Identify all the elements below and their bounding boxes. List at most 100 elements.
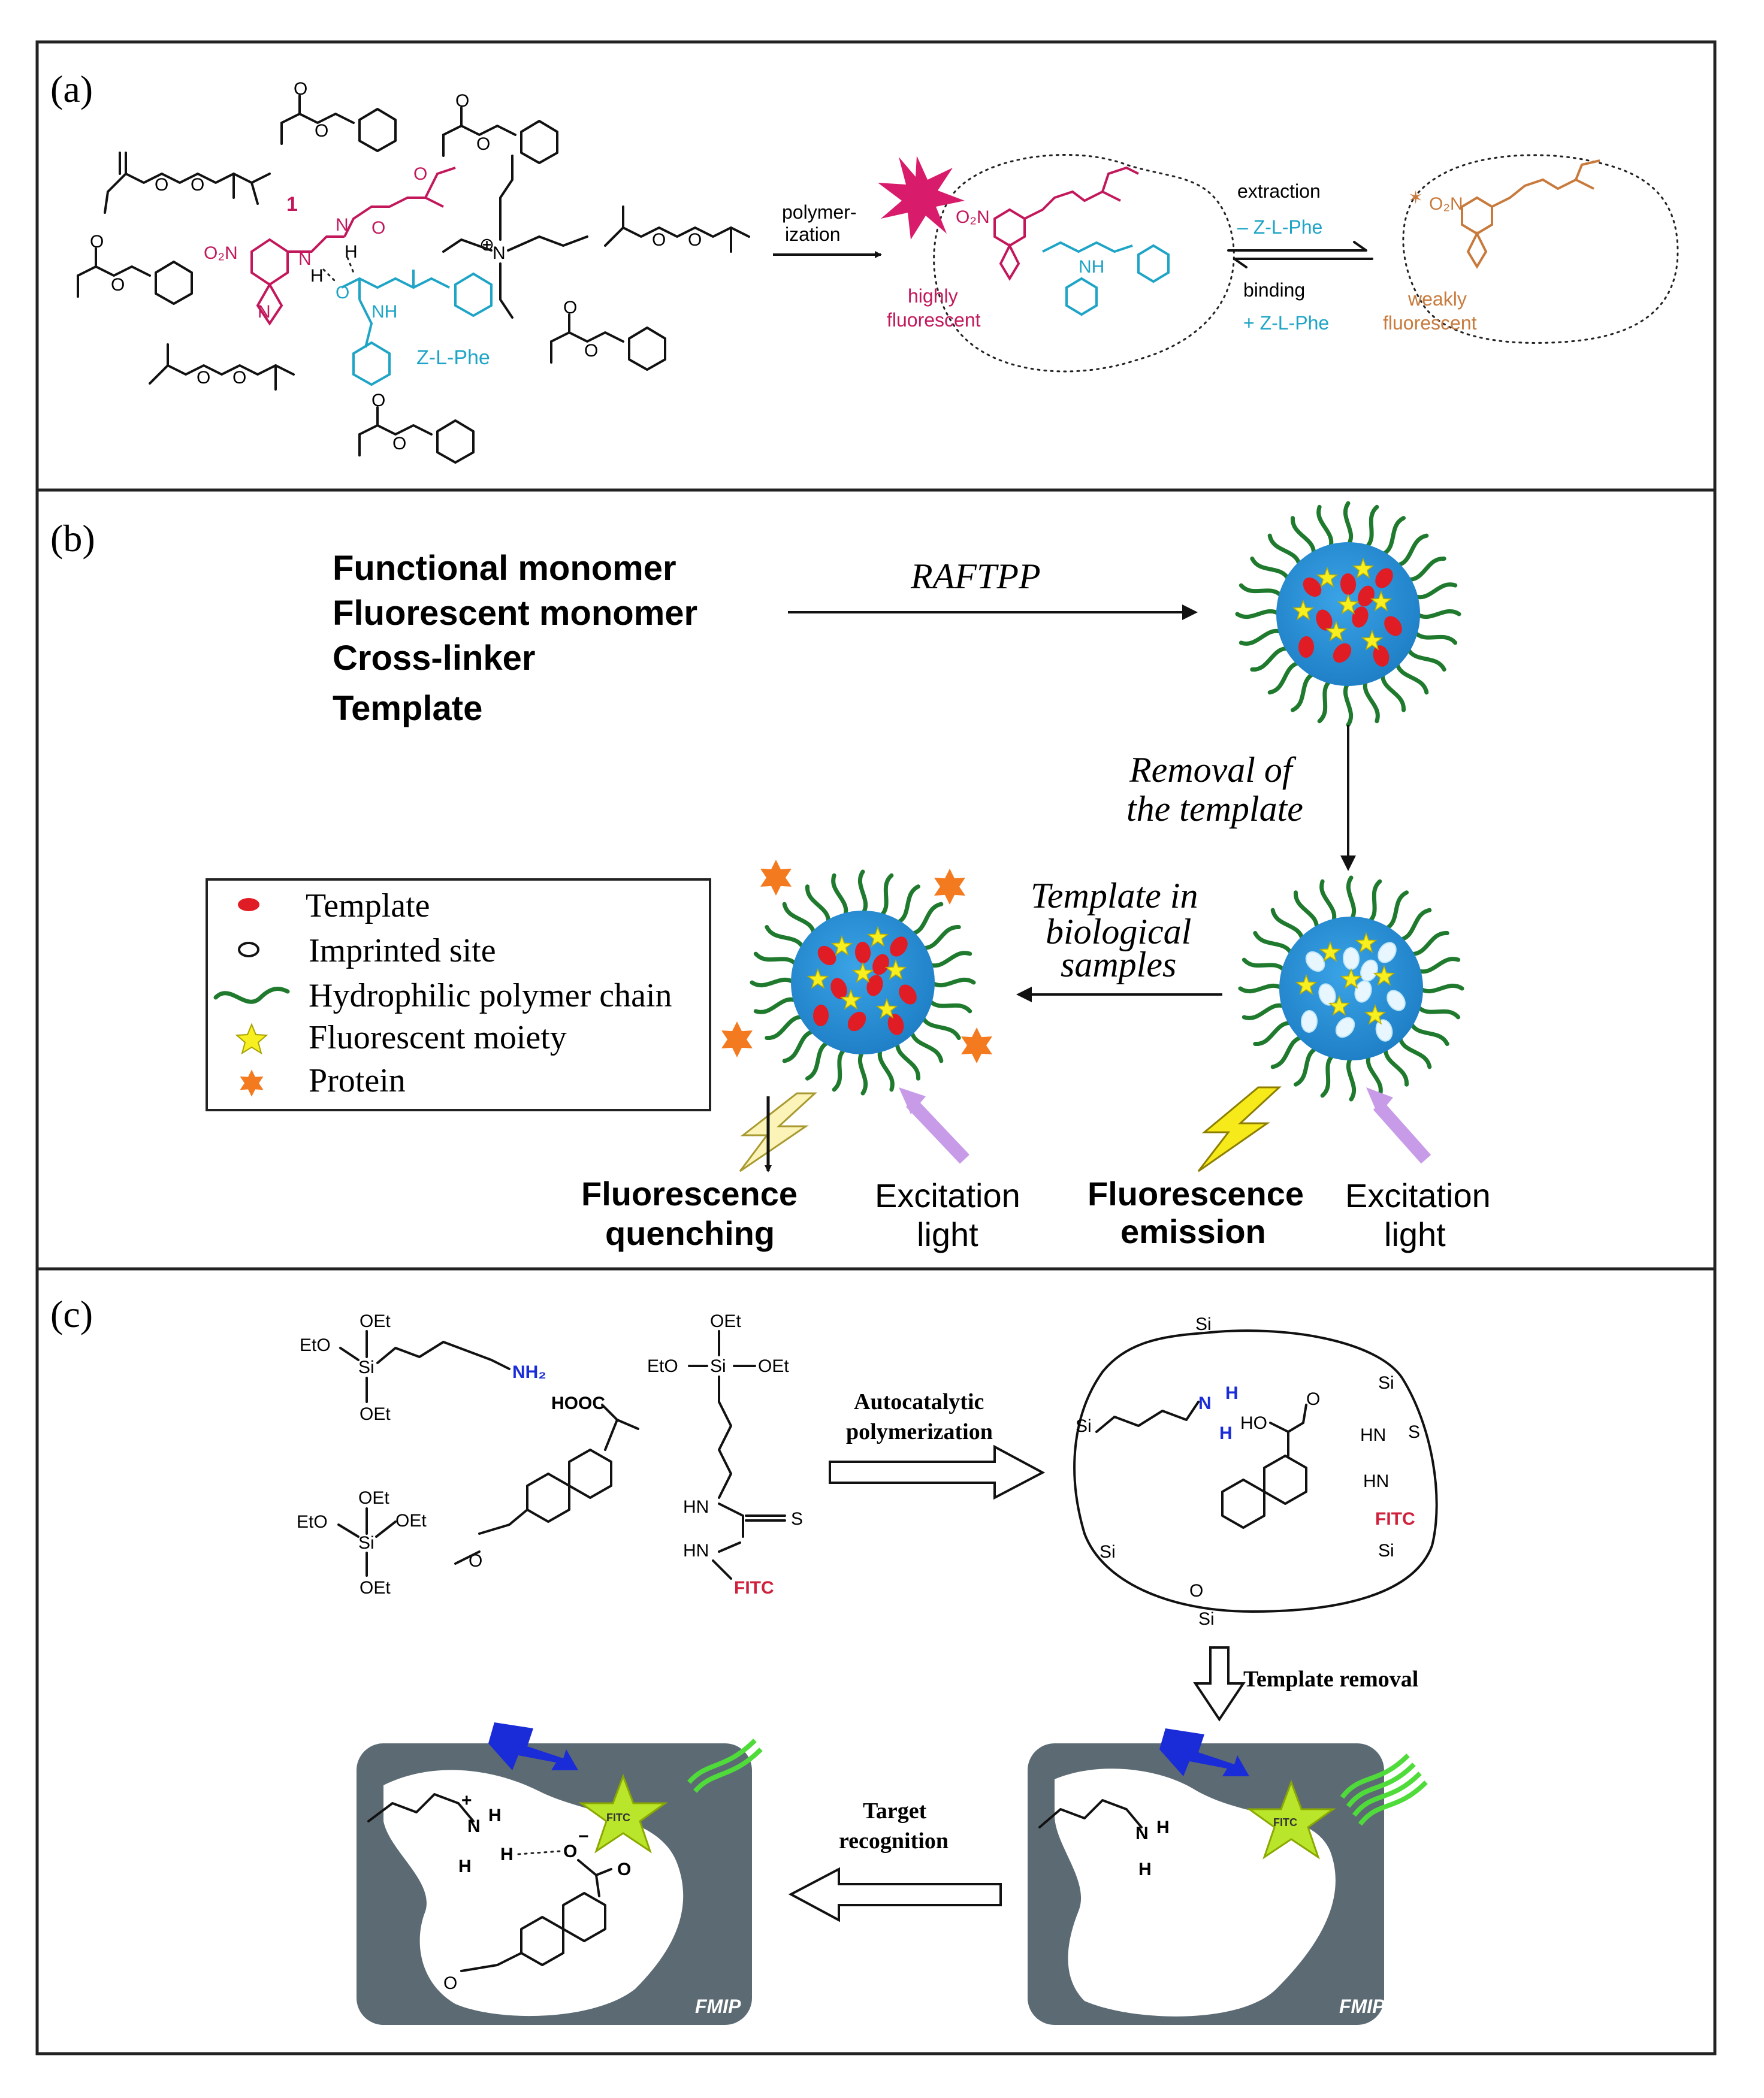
- nanoparticle-imprinted: [1238, 875, 1464, 1102]
- polymer-chain: [1409, 1021, 1449, 1046]
- svg-text:S: S: [791, 1509, 803, 1529]
- template-molecule: [1384, 616, 1402, 636]
- polymer-chain: [1294, 1046, 1319, 1087]
- svg-text:✶: ✶: [1408, 188, 1423, 208]
- polymer-chain: [1250, 557, 1291, 582]
- fluorescent-moiety-icon: [1370, 590, 1393, 612]
- benzyl-methacrylate-4: OO: [358, 391, 475, 464]
- svg-text:OEt: OEt: [710, 1311, 741, 1331]
- svg-text:O: O: [336, 283, 349, 303]
- template-molecule: [847, 1011, 866, 1032]
- fitc-star-label-right: FITC: [1273, 1816, 1297, 1828]
- template-molecule: [872, 954, 889, 975]
- polymer-chain: [1253, 1020, 1294, 1046]
- legend-imprinted-swatch: [238, 942, 259, 957]
- benzyl-methacrylate-2: OO: [442, 91, 558, 164]
- fluorescent-moiety-icon: [839, 988, 862, 1010]
- polymer-chain: [1418, 983, 1464, 994]
- svg-text:−: −: [578, 1827, 589, 1846]
- polymer-chain: [805, 1040, 830, 1081]
- polymer-chain: [1317, 678, 1333, 724]
- svg-text:O: O: [455, 91, 469, 111]
- fluorescent-moiety-icon: [1319, 941, 1342, 962]
- polymer-chain: [1367, 879, 1382, 924]
- template-molecule: [854, 942, 871, 963]
- svg-text:O: O: [191, 175, 204, 195]
- nanoparticle-rebound: [750, 869, 976, 1096]
- polymer-chain: [1267, 660, 1302, 695]
- fitc-star-icon-left: [578, 1773, 668, 1854]
- panel-a-label: (a): [50, 68, 93, 110]
- svg-text:O₂N: O₂N: [956, 207, 990, 227]
- polymer-chain: [878, 873, 894, 918]
- polymer-chain: [1346, 1055, 1357, 1102]
- benzyl-methacrylate-5: OO: [550, 298, 666, 371]
- svg-text:H: H: [310, 266, 324, 286]
- polymer-chain: [1394, 660, 1429, 695]
- svg-text:O: O: [413, 164, 427, 184]
- equilibrium-arrows: [1227, 241, 1373, 268]
- template-molecule: [1333, 643, 1352, 663]
- autocatalytic-label-1: Autocatalytic: [854, 1389, 984, 1414]
- polymer-chain: [1291, 516, 1316, 557]
- svg-text:O: O: [617, 1860, 631, 1879]
- svg-text:Si: Si: [1100, 1542, 1116, 1562]
- svg-text:EtO: EtO: [297, 1512, 328, 1532]
- svg-text:N: N: [1198, 1393, 1212, 1413]
- svg-text:H: H: [1156, 1818, 1170, 1837]
- fitc-silane: OEt EtO Si OEt HN S HN FITC: [647, 1311, 803, 1598]
- raftpp-label: RAFTPP: [910, 557, 1041, 596]
- panel-c: (c) OEt EtO Si OEt NH₂ OEt EtO OEt Si OE…: [50, 1293, 1438, 2025]
- polymer-chain: [1415, 609, 1461, 619]
- polymer-chain: [1346, 875, 1357, 922]
- svg-text:O: O: [688, 230, 702, 250]
- polymer-chain: [1270, 908, 1305, 942]
- polymerization-label-1: polymer-: [782, 201, 856, 223]
- svg-text:O: O: [1189, 1581, 1203, 1601]
- polymer-chain: [750, 977, 796, 988]
- protein-icon: [760, 860, 792, 896]
- template-molecule: [830, 978, 847, 999]
- svg-text:Si: Si: [710, 1356, 726, 1376]
- svg-text:Si: Si: [1195, 1314, 1212, 1334]
- emission-label-2: emission: [1120, 1213, 1266, 1250]
- template-molecule: [812, 1005, 829, 1026]
- polymer-chain: [1380, 672, 1406, 712]
- emission-wave-icon-right: [1340, 1754, 1428, 1826]
- svg-text:O: O: [476, 134, 490, 154]
- svg-text:N: N: [336, 215, 349, 235]
- imprinted-site: [1375, 1019, 1393, 1042]
- fluorescent-moiety-icon: [1361, 629, 1384, 651]
- fmip-label-right: FMIP: [1339, 1996, 1385, 2017]
- polymer-chain: [895, 1040, 920, 1081]
- ingredient-cross-linker: Cross-linker: [333, 639, 535, 678]
- panel-b-label: (b): [50, 517, 95, 560]
- polymer-chain: [1412, 630, 1458, 645]
- svg-text:O: O: [652, 230, 666, 250]
- fluorescent-moiety-icon: [875, 997, 898, 1019]
- svg-text:HOOC: HOOC: [551, 1393, 605, 1413]
- protein-shape: [240, 1069, 264, 1097]
- svg-text:OEt: OEt: [358, 1488, 389, 1508]
- imprinted-site: [1387, 990, 1406, 1011]
- polymer-chain: [1238, 983, 1285, 994]
- svg-text:H: H: [488, 1806, 502, 1825]
- template-molecule: [1316, 609, 1333, 631]
- template-molecule: [899, 984, 917, 1005]
- legend-fluorescent-label: Fluorescent moiety: [309, 1019, 567, 1056]
- protein-shape: [934, 869, 965, 905]
- svg-text:Si: Si: [358, 1533, 374, 1553]
- binding-label: binding: [1243, 279, 1305, 301]
- weakly-fluorescent-label-2: fluorescent: [1383, 312, 1477, 334]
- template-molecule: [866, 975, 883, 996]
- excitation-label-right-1: Excitation: [1345, 1177, 1491, 1214]
- polymer-chain: [753, 951, 799, 967]
- silica-network: Si Si Si Si Si Si N H H HO O O HN HN S F…: [1073, 1314, 1438, 1629]
- svg-text:NH: NH: [1079, 257, 1104, 277]
- svg-text:OEt: OEt: [360, 1578, 391, 1598]
- polymer-chain: [1363, 678, 1380, 724]
- svg-text:O: O: [111, 275, 125, 295]
- polymer-chain: [831, 873, 848, 918]
- legend-protein-swatch: [240, 1069, 264, 1097]
